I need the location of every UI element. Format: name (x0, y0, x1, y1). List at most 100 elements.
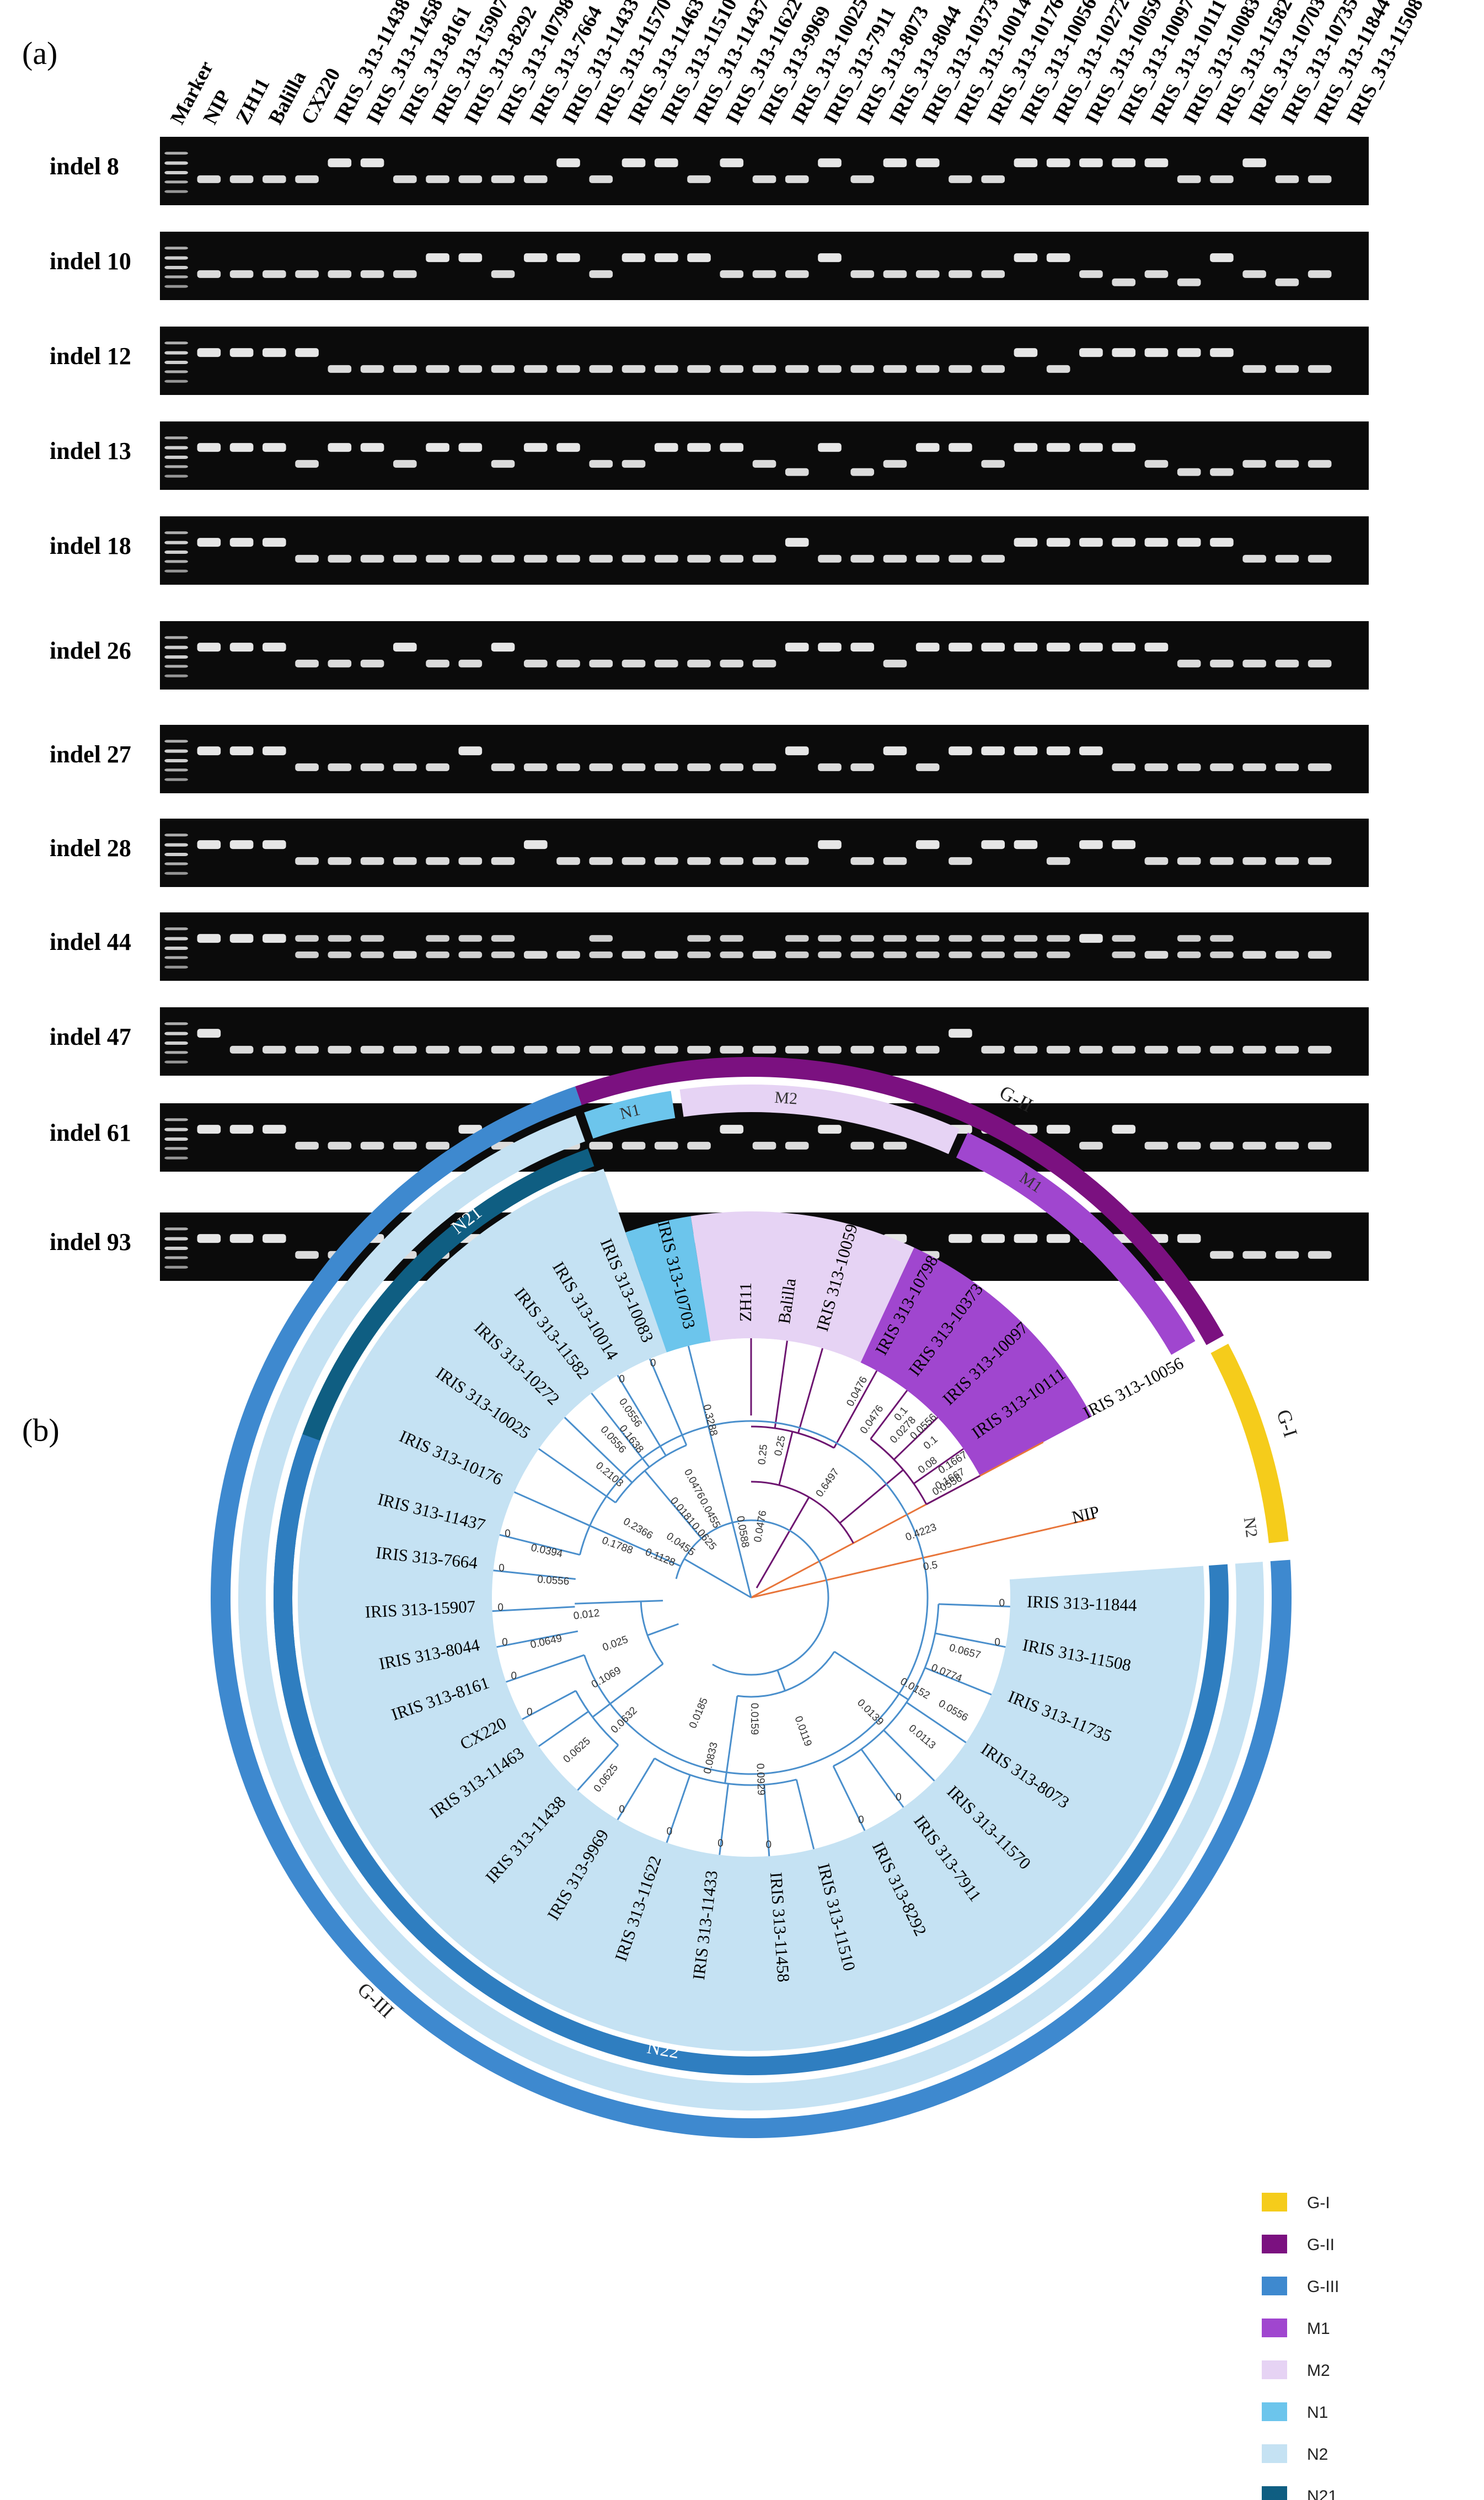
gel-band (687, 659, 711, 667)
gel-band (458, 253, 483, 263)
gel-band (1210, 857, 1234, 865)
gel-band (1177, 538, 1201, 547)
gel-band (523, 1045, 548, 1054)
gel-band (1014, 951, 1038, 958)
gel-band (262, 1125, 286, 1134)
gel-band (981, 175, 1005, 183)
tree-branch (575, 1690, 619, 1746)
gel-band (491, 643, 515, 652)
tree-branch (522, 1690, 576, 1720)
gel-band (720, 443, 744, 452)
gel-band (1275, 365, 1299, 373)
gel-band (197, 538, 221, 547)
panel-a-label: (a) (22, 35, 57, 71)
gel-band (360, 158, 384, 168)
gel-band (1014, 746, 1038, 756)
gel-band (164, 247, 188, 250)
gel-band (1112, 278, 1136, 286)
gel-band (1112, 1045, 1136, 1054)
gel-band (752, 175, 776, 183)
tree-branch (719, 1783, 730, 1855)
tree-branch (591, 1392, 650, 1468)
gel-band (1242, 857, 1266, 865)
gel-row: indel 26 (50, 621, 1369, 690)
gel-band (981, 935, 1005, 942)
legend-swatch (1262, 2360, 1287, 2379)
branch-value-zero: 0 (499, 1562, 505, 1574)
gel-band (164, 1256, 188, 1259)
gel-band (197, 934, 221, 943)
gel-band (1046, 857, 1070, 865)
gel-band (1308, 1141, 1332, 1150)
gel-band (1112, 348, 1136, 357)
gel-band (883, 1045, 907, 1054)
gel-band (229, 840, 254, 850)
gel-band (687, 443, 711, 452)
row-label: indel 44 (50, 928, 131, 955)
gel-band (197, 348, 221, 357)
gel-band (883, 951, 907, 958)
gel-band (850, 175, 875, 183)
gel-band (360, 554, 384, 563)
gel-band (1177, 935, 1201, 942)
gel-band (229, 175, 254, 183)
gel-band (818, 763, 842, 771)
gel-band (1308, 270, 1332, 278)
branch-value-zero: 0 (717, 1838, 724, 1850)
gel-band (164, 965, 188, 969)
gel-band (1210, 175, 1234, 183)
gel-band (785, 643, 809, 652)
gel-band (1308, 175, 1332, 183)
gel-band (1177, 659, 1201, 667)
gel-band (1308, 554, 1332, 563)
gel-band (1242, 1141, 1266, 1150)
gel-band (1144, 763, 1169, 771)
gel-band (393, 643, 417, 652)
gel-band (360, 935, 384, 942)
gel-band (164, 171, 188, 174)
branch-value-zero: 0 (619, 1804, 625, 1815)
gel-band (426, 857, 449, 865)
gel-image (160, 232, 1369, 300)
gel-band (360, 270, 384, 278)
gel-band (1177, 468, 1201, 476)
gel-band (426, 365, 449, 373)
gel-band (949, 365, 972, 373)
gel-band (164, 152, 188, 155)
row-label: indel 8 (50, 153, 119, 180)
gel-band (1308, 857, 1332, 865)
gel-band (164, 1128, 188, 1131)
gel-band (556, 857, 580, 865)
gel-band (654, 659, 678, 667)
gel-band (622, 253, 646, 263)
gel-band (589, 554, 613, 563)
gel-band (818, 1045, 842, 1054)
gel-band (556, 365, 580, 373)
gel-band (164, 674, 188, 677)
gel-band (295, 175, 319, 183)
gel-band (556, 1045, 580, 1054)
gel-band (328, 951, 352, 958)
gel-band (556, 158, 580, 168)
gel-band (1308, 950, 1332, 959)
gel-band (393, 763, 417, 771)
row-label: indel 28 (50, 835, 131, 862)
gel-band (164, 778, 188, 781)
gel-band (360, 443, 384, 452)
gel-row: indel 12 (50, 327, 1369, 395)
gel-band (1112, 643, 1136, 652)
gel-band (818, 1125, 842, 1134)
tree-branch (860, 1749, 904, 1808)
gel-band (654, 1141, 678, 1150)
gel-band (752, 460, 776, 468)
gel-band (1079, 746, 1103, 756)
gel-band (785, 270, 809, 278)
gel-band (1242, 1251, 1266, 1259)
gel-band (426, 554, 449, 563)
gel-band (883, 460, 907, 468)
gel-band (229, 538, 254, 547)
gel-band (360, 763, 384, 771)
leaf-label: ZH11 (736, 1283, 755, 1322)
gel-band (1014, 538, 1038, 547)
gel-band (1177, 1045, 1201, 1054)
